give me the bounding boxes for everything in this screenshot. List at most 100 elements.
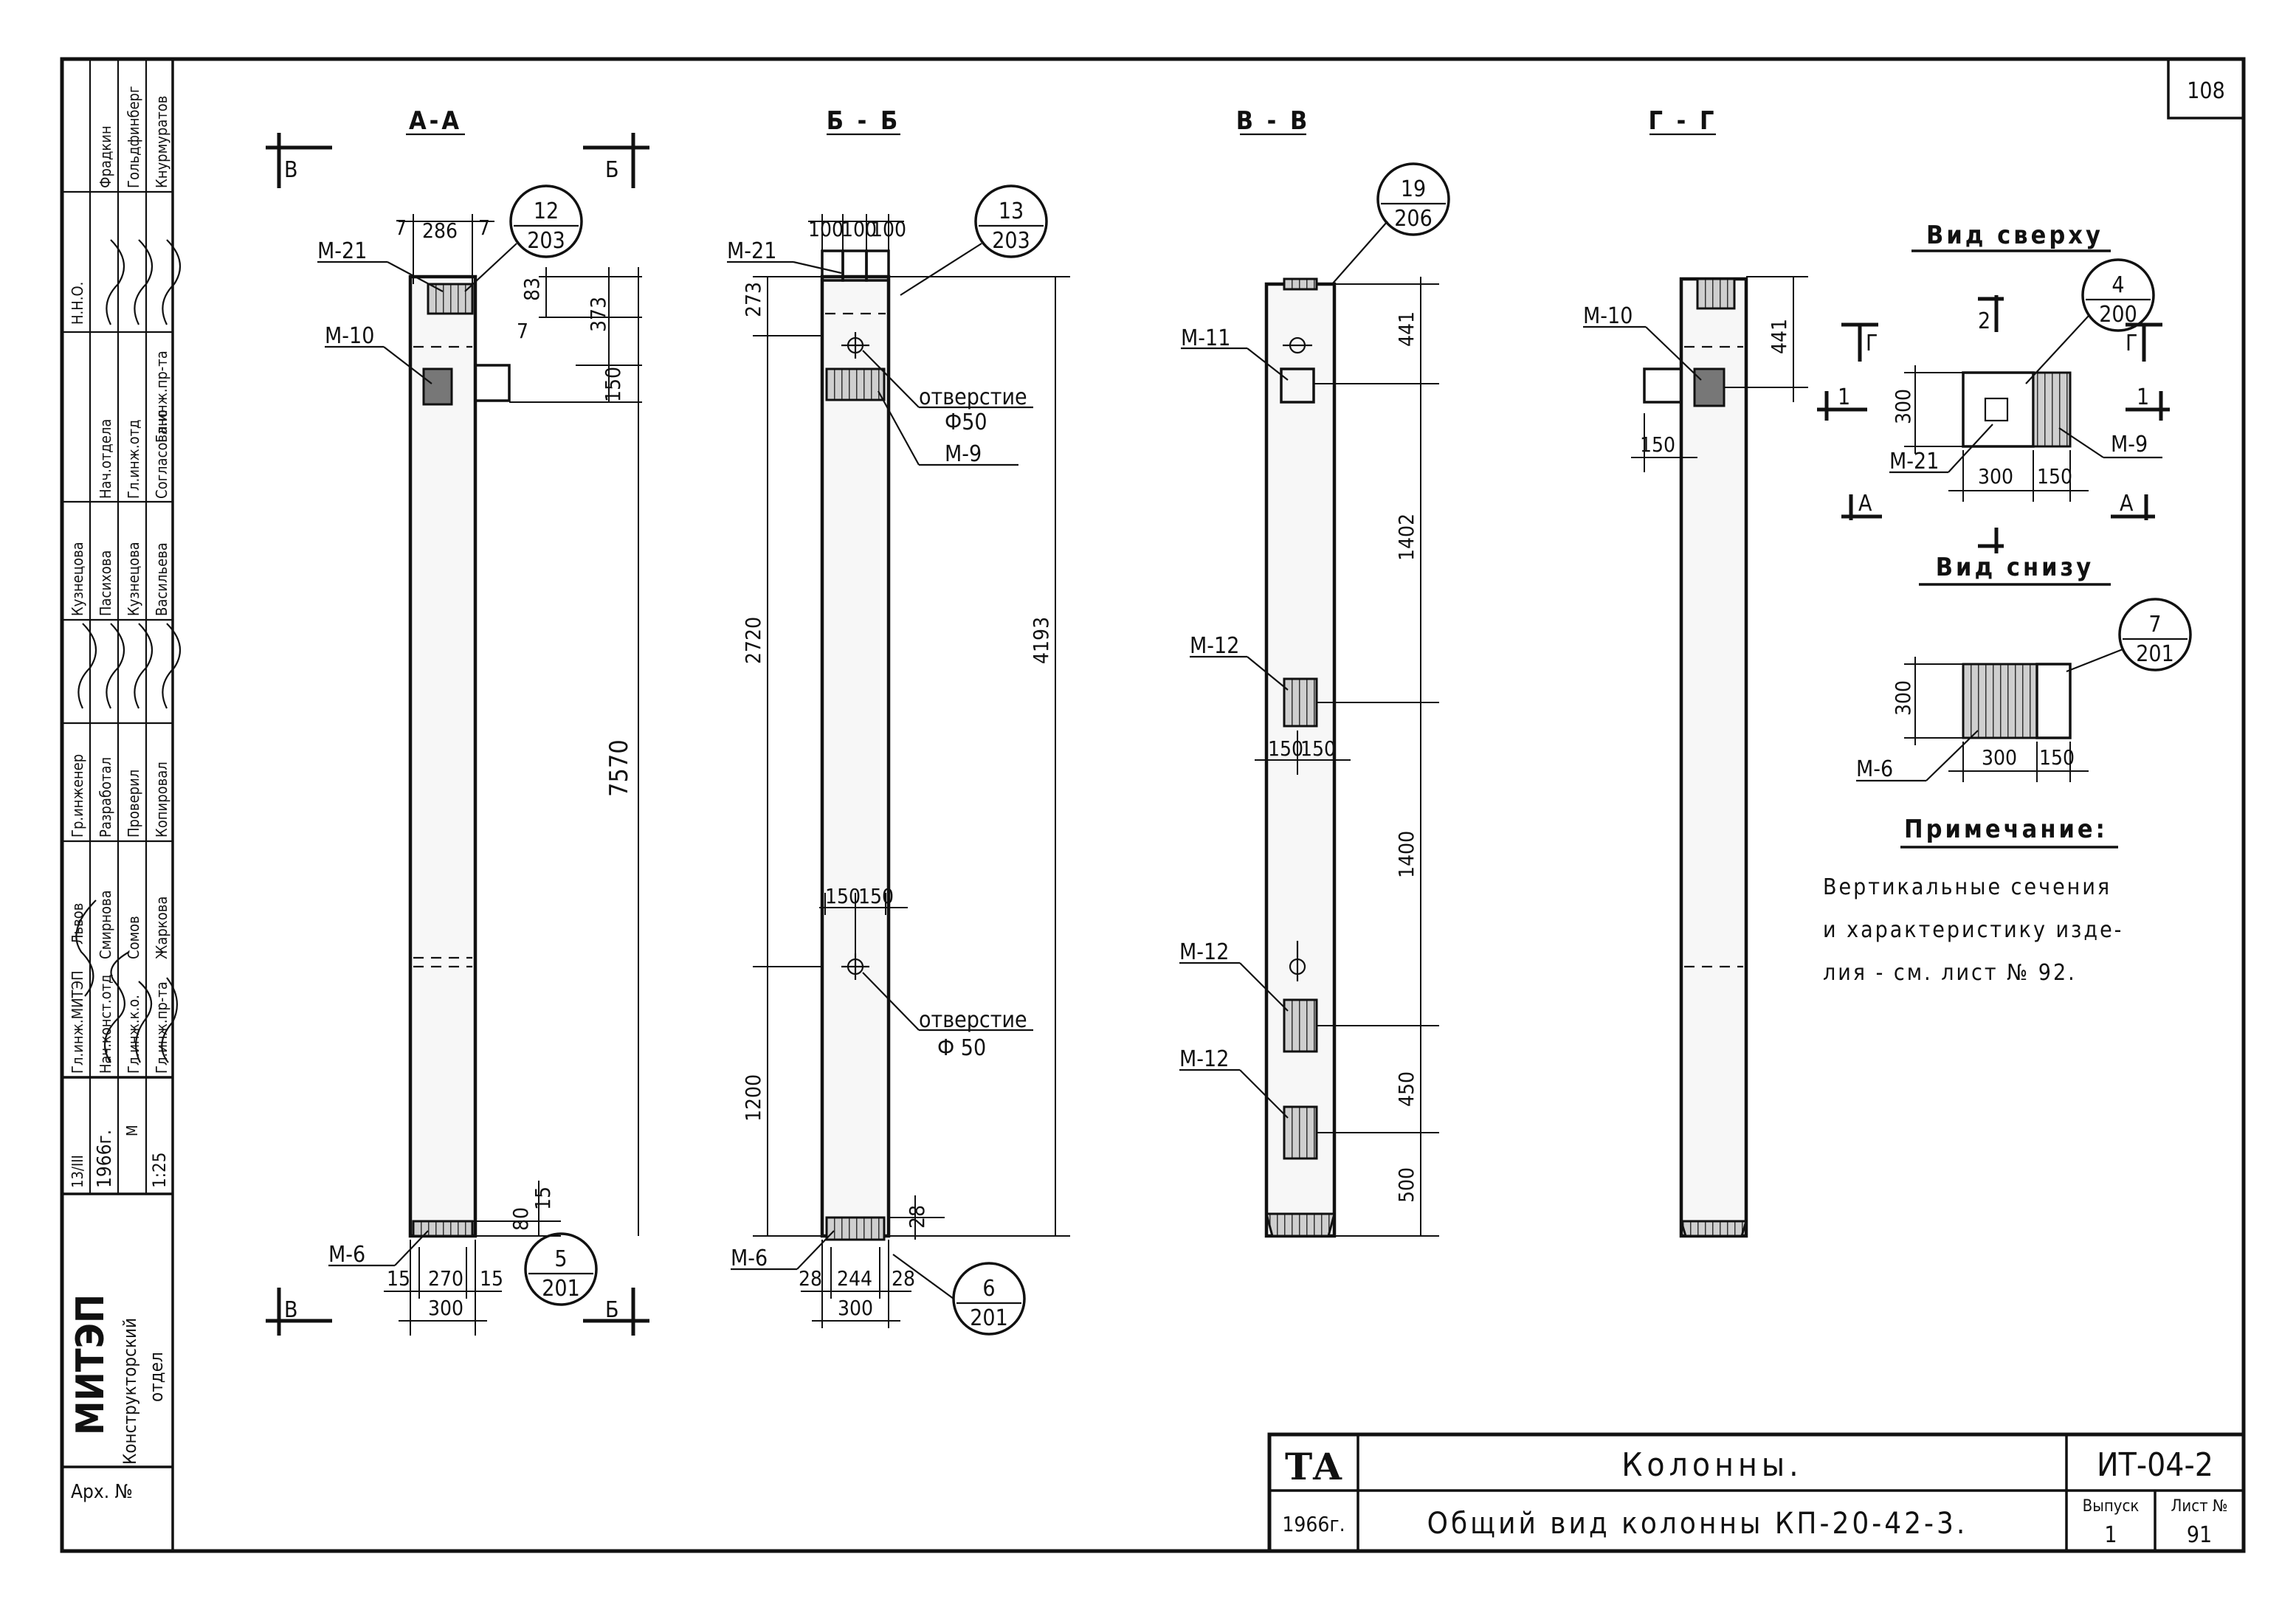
cut-label: А bbox=[2120, 491, 2134, 517]
top-view-title: Вид сверху bbox=[1926, 221, 2103, 250]
dim-value: 300 bbox=[1978, 464, 2013, 488]
hole-label: отверстие bbox=[919, 384, 1027, 410]
callout-den: 201 bbox=[2136, 641, 2174, 667]
dim-value: 270 bbox=[428, 1266, 463, 1291]
cut-label: Г bbox=[2126, 331, 2137, 356]
stamp-name: Львов bbox=[69, 903, 86, 944]
section-b: Б - Б 100 100 100 273 2720 1200 bbox=[727, 106, 1070, 1336]
issue-label: Выпуск bbox=[2083, 1497, 2140, 1516]
note-line: лия - см. лист № 92. bbox=[1823, 960, 2077, 986]
dim-value: 300 bbox=[428, 1296, 463, 1320]
stamp-name: Кузнецова bbox=[125, 542, 142, 616]
dim-value: 300 bbox=[838, 1296, 873, 1320]
title-year: 1966г. bbox=[1282, 1512, 1345, 1536]
dim-value: 1402 bbox=[1394, 514, 1418, 561]
dim-value: 7 bbox=[517, 319, 528, 343]
stamp-name: Кузнецова bbox=[69, 542, 86, 616]
date-code: 13/III bbox=[69, 1155, 86, 1188]
callout-num: 12 bbox=[534, 198, 559, 224]
sheet-value: 91 bbox=[2187, 1522, 2212, 1548]
cut-label: А bbox=[1858, 491, 1872, 517]
stamp-name: Пасихова bbox=[97, 550, 114, 616]
cut-label: 2 bbox=[1978, 308, 1990, 334]
cut-label: 1 bbox=[2137, 384, 2149, 410]
callout-num: 5 bbox=[554, 1246, 567, 1272]
section-a-title: А-А bbox=[409, 106, 462, 136]
stamp-name: Кнурмуратов bbox=[153, 96, 170, 188]
section-v-title: В - В bbox=[1236, 106, 1311, 136]
dim-value: 4193 bbox=[1029, 617, 1053, 664]
dim-value: 7 bbox=[478, 215, 490, 240]
mark-label: М-9 bbox=[945, 441, 982, 467]
cut-label: В bbox=[284, 157, 298, 183]
org-name: МИТЭП bbox=[69, 1294, 113, 1435]
section-a: А-А В Б В Б 7 286 7 83 7 bbox=[266, 106, 649, 1336]
callout-num: 7 bbox=[2148, 612, 2161, 638]
stamp-role: Гл.инж.пр-та bbox=[153, 350, 170, 443]
department-line1: Конструкторский bbox=[120, 1318, 140, 1465]
dim-value: 7570 bbox=[604, 739, 634, 797]
dim-value: 83 bbox=[520, 277, 544, 301]
dim-value: 15 bbox=[480, 1266, 503, 1291]
stamp-name: Жаркова bbox=[153, 897, 170, 959]
dim-value: 441 bbox=[1767, 319, 1791, 354]
sheet-label: Лист № bbox=[2171, 1497, 2227, 1516]
dim-value: 300 bbox=[1891, 389, 1915, 424]
mark-label: М-6 bbox=[328, 1242, 365, 1268]
hole-label: отверстие bbox=[919, 1007, 1027, 1033]
mark-label: М-10 bbox=[325, 323, 374, 349]
dim-value: 300 bbox=[1891, 680, 1915, 716]
sheet-frame: 108 bbox=[60, 57, 2246, 1553]
note-line: Вертикальные сечения bbox=[1823, 874, 2111, 900]
scale-label: М bbox=[123, 1125, 141, 1136]
mark-label: М-21 bbox=[317, 238, 367, 264]
cut-label: Г bbox=[1866, 331, 1878, 356]
dim-value: 100 bbox=[871, 217, 906, 241]
callout-den: 203 bbox=[527, 228, 565, 254]
stamp-role: Копировал bbox=[153, 761, 170, 838]
section-v: В - В 441 1402 1400 450 500 150 150 М-1 bbox=[1179, 106, 1450, 1238]
mark-label: М-12 bbox=[1179, 1046, 1229, 1072]
section-b-title: Б - Б bbox=[827, 106, 901, 136]
dim-value: 300 bbox=[1982, 745, 2017, 770]
callout-den: 200 bbox=[2099, 302, 2137, 328]
dim-value: 441 bbox=[1394, 311, 1418, 347]
dim-value: 273 bbox=[741, 282, 765, 317]
issue-value: 1 bbox=[2104, 1522, 2117, 1548]
scale-value: 1:25 bbox=[149, 1153, 170, 1188]
note-title: Примечание: bbox=[1904, 815, 2108, 844]
cut-label: В bbox=[284, 1297, 298, 1323]
dim-value: 150 bbox=[2039, 745, 2075, 770]
dim-value: 7 bbox=[395, 215, 407, 240]
dim-value: 28 bbox=[892, 1266, 915, 1291]
dim-value: 450 bbox=[1394, 1071, 1418, 1107]
note-line: и характеристику изде- bbox=[1823, 917, 2123, 943]
mark-label: М-9 bbox=[2111, 432, 2148, 457]
callout-den: 203 bbox=[992, 228, 1030, 254]
mark-label: М-6 bbox=[1856, 756, 1893, 782]
page-number: 108 bbox=[2187, 78, 2225, 104]
dim-value: 500 bbox=[1394, 1167, 1418, 1203]
department-line2: отдел bbox=[146, 1352, 167, 1402]
callout-den: 201 bbox=[970, 1305, 1008, 1331]
dim-value: 100 bbox=[808, 217, 844, 241]
cut-label: Б bbox=[605, 157, 619, 183]
stamp-role: Разработал bbox=[97, 757, 114, 838]
dim-value: 28 bbox=[799, 1266, 822, 1291]
stamp-role: Нач.конст.отд bbox=[97, 974, 114, 1074]
mark-label: М-21 bbox=[727, 238, 776, 264]
mark-label: М-12 bbox=[1190, 633, 1239, 659]
stamp-role: Гл.инж.отд bbox=[125, 420, 142, 500]
top-view: Вид сверху 300 300 150 2 Г Г 1 1 bbox=[1817, 221, 2170, 553]
stamp-name: Гольдфинберг bbox=[125, 86, 142, 188]
series-code: ИТ-04-2 bbox=[2097, 1446, 2213, 1484]
dim-value: 150 bbox=[825, 884, 861, 908]
section-g: Г - Г 441 150 М-10 bbox=[1583, 106, 1808, 1238]
drawing-name: Колонны. bbox=[1621, 1446, 1802, 1484]
callout-num: 13 bbox=[999, 198, 1024, 224]
dim-value: 100 bbox=[841, 217, 877, 241]
mark-label: М-6 bbox=[731, 1246, 768, 1271]
hole-size: Ф 50 bbox=[937, 1035, 986, 1061]
dim-value: 150 bbox=[858, 884, 894, 908]
title-block: ТА 1966г. Колонны. Общий вид колонны КП-… bbox=[1267, 1432, 2246, 1553]
